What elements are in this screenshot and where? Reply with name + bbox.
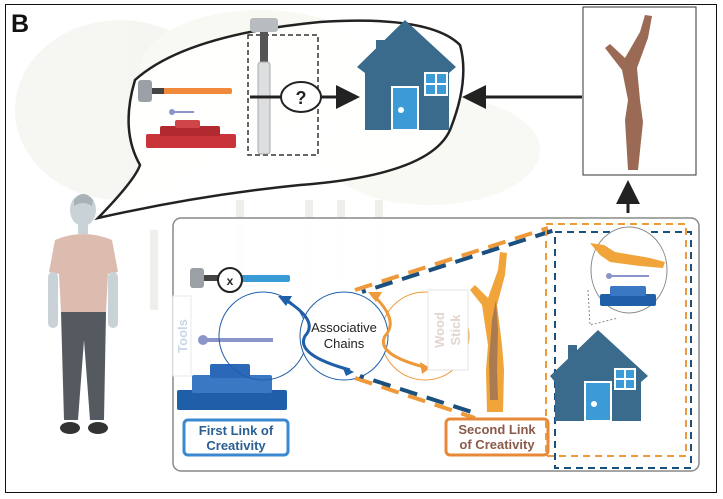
wood-stick-label-box [427, 289, 469, 371]
orange-stick-icon [470, 252, 507, 412]
broken-hammer-icon: x [190, 267, 290, 293]
question-mark: ? [296, 88, 307, 108]
blue-arrowhead-bottom [342, 366, 354, 376]
svg-text:Second Link: Second Link [458, 422, 536, 437]
brick-pile-icon [146, 120, 236, 148]
blue-brick-pile-icon [177, 364, 287, 410]
hammer-icon [138, 80, 232, 102]
question-node: ? [280, 81, 322, 113]
materials-zoom-circle [587, 226, 668, 326]
svg-text:Creativity: Creativity [206, 438, 266, 453]
second-link-label: Second Link of Creativity [444, 417, 550, 457]
nail-icon-blue [198, 335, 273, 345]
svg-text:First Link of: First Link of [199, 423, 274, 438]
blue-dashed-outcome-box [554, 231, 692, 469]
associative-circle [299, 291, 389, 381]
nail-icon [169, 109, 194, 115]
upper-dashed-line-orange [354, 226, 549, 292]
tools-label: Tools [175, 319, 190, 353]
svg-text:Wood: Wood [432, 312, 447, 348]
blue-chain-arrow [281, 296, 351, 372]
orange-arrowhead-bottom [420, 362, 430, 374]
missing-hammer-icon [250, 18, 278, 155]
svg-text:Stick: Stick [448, 314, 463, 346]
svg-text:of Creativity: of Creativity [459, 437, 535, 452]
stick-icon [605, 15, 652, 170]
x-mark: x [227, 274, 234, 288]
upper-dashed-line-blue [361, 228, 556, 294]
house-icon [357, 20, 456, 131]
blue-arrowhead-top [278, 296, 292, 306]
house-icon-outcome [550, 330, 648, 422]
associative-chains-line1: Associative [311, 320, 377, 335]
person-icon [48, 194, 118, 434]
first-link-label: First Link of Creativity [182, 418, 290, 457]
lower-dashed-line-orange [354, 376, 476, 420]
lower-dashed-line-blue [359, 374, 479, 416]
orange-dashed-outcome-box [545, 223, 687, 457]
panel-label: B [11, 10, 30, 38]
associative-chains-line2: Chains [324, 336, 365, 351]
tools-label-box [172, 295, 192, 377]
orange-chain-arrow [370, 292, 429, 370]
orange-arrowhead-top [368, 292, 382, 302]
